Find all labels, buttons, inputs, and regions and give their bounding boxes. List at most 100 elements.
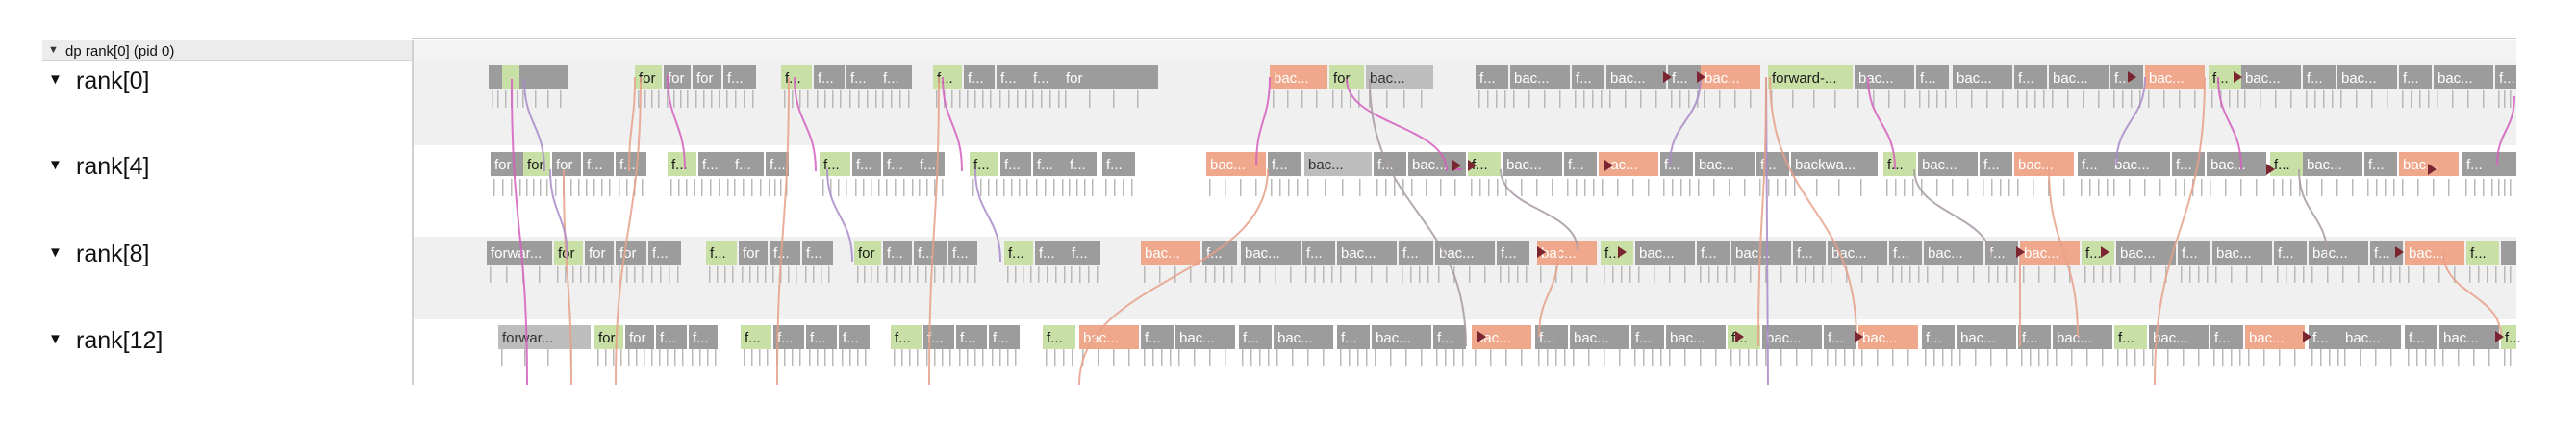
- trace-slice[interactable]: f...: [846, 65, 879, 89]
- trace-slice[interactable]: bac...: [2149, 325, 2209, 349]
- flow-arrow[interactable]: [628, 76, 636, 172]
- trace-slice[interactable]: f...: [1497, 241, 1529, 265]
- flow-arrow[interactable]: [942, 76, 963, 172]
- flow-arrow[interactable]: [1867, 76, 1896, 170]
- caret-down-icon[interactable]: ▼: [48, 244, 63, 261]
- flow-arrow[interactable]: [1369, 78, 1467, 347]
- trace-slice[interactable]: for: [585, 241, 614, 265]
- trace-slice[interactable]: f...: [1668, 65, 1701, 89]
- flow-arrow[interactable]: [974, 168, 1001, 263]
- panel-divider[interactable]: [412, 40, 414, 385]
- trace-slice[interactable]: f...: [1793, 241, 1826, 265]
- trace-slice[interactable]: f...: [2309, 325, 2341, 349]
- trace-slice[interactable]: [2495, 152, 2516, 176]
- trace-slice[interactable]: for: [523, 152, 550, 176]
- trace-slice[interactable]: f...: [2462, 152, 2495, 176]
- trace-slice[interactable]: bac...: [1924, 241, 1983, 265]
- flow-arrow[interactable]: [2217, 76, 2242, 170]
- trace-slice[interactable]: f...: [1922, 325, 1955, 349]
- flow-arrow[interactable]: [1769, 76, 1857, 340]
- trace-slice[interactable]: f...: [1268, 152, 1301, 176]
- trace-slice[interactable]: [2501, 241, 2516, 265]
- trace-slice[interactable]: f...: [2274, 241, 2307, 265]
- trace-slice[interactable]: f...: [2466, 241, 2499, 265]
- trace-slice[interactable]: bac...: [1666, 325, 1726, 349]
- trace-slice[interactable]: f...: [806, 325, 837, 349]
- trace-slice[interactable]: f...: [916, 152, 945, 176]
- trace-slice[interactable]: bac...: [2110, 152, 2170, 176]
- trace-slice[interactable]: backwa...: [1791, 152, 1878, 176]
- trace-slice[interactable]: f...: [1141, 325, 1174, 349]
- trace-slice[interactable]: for: [491, 152, 523, 176]
- trace-slice[interactable]: forward-...: [1768, 65, 1853, 89]
- trace-slice[interactable]: bac...: [2303, 152, 2362, 176]
- trace-slice[interactable]: f...: [1564, 152, 1597, 176]
- trace-slice[interactable]: f...: [948, 241, 977, 265]
- track-label-rank-0[interactable]: ▼ rank[0]: [42, 65, 408, 94]
- trace-slice[interactable]: f...: [2110, 65, 2143, 89]
- trace-slice[interactable]: f...: [956, 325, 987, 349]
- trace-slice[interactable]: bac...: [2020, 241, 2080, 265]
- trace-slice[interactable]: forwar...: [498, 325, 591, 349]
- trace-slice[interactable]: f...: [1337, 325, 1370, 349]
- trace-slice[interactable]: f...: [814, 65, 845, 89]
- trace-slice[interactable]: f...: [879, 65, 912, 89]
- trace-slice[interactable]: f...: [1068, 241, 1100, 265]
- flow-arrow[interactable]: [1255, 76, 1271, 166]
- trace-slice[interactable]: f...: [2501, 325, 2521, 349]
- trace-slice[interactable]: bac...: [1175, 325, 1235, 349]
- trace-slice[interactable]: f...: [1980, 152, 2012, 176]
- trace-slice[interactable]: bac...: [1372, 325, 1431, 349]
- trace-slice[interactable]: f...: [923, 325, 954, 349]
- trace-slice[interactable]: bac...: [2207, 152, 2266, 176]
- trace-slice[interactable]: bac...: [1537, 241, 1597, 265]
- trace-slice[interactable]: for: [616, 241, 646, 265]
- trace-slice[interactable]: bac...: [1570, 325, 1629, 349]
- trace-slice[interactable]: for: [635, 65, 662, 89]
- trace-slice[interactable]: f...: [648, 241, 681, 265]
- flow-arrow[interactable]: [2298, 168, 2329, 261]
- flow-arrow[interactable]: [511, 78, 528, 386]
- flow-arrow[interactable]: [794, 76, 817, 172]
- trace-slice[interactable]: [502, 65, 519, 89]
- trace-slice[interactable]: f...: [989, 325, 1020, 349]
- trace-slice[interactable]: bac...: [1828, 241, 1887, 265]
- trace-slice[interactable]: f...: [1374, 152, 1406, 176]
- trace-slice[interactable]: bac...: [2116, 241, 2176, 265]
- trace-slice[interactable]: bac...: [1762, 325, 1822, 349]
- flow-arrow[interactable]: [2048, 165, 2079, 338]
- flow-arrow[interactable]: [1913, 168, 1992, 261]
- flow-arrow[interactable]: [1078, 168, 1269, 386]
- trace-slice[interactable]: f...: [1102, 152, 1135, 176]
- trace-slice[interactable]: f...: [2014, 65, 2047, 89]
- trace-slice[interactable]: f...: [1889, 241, 1922, 265]
- trace-slice[interactable]: bac...: [1855, 65, 1914, 89]
- trace-slice[interactable]: bac...: [1695, 152, 1755, 176]
- trace-slice[interactable]: f...: [2495, 65, 2516, 89]
- flow-arrow[interactable]: [563, 168, 572, 386]
- trace-slice[interactable]: f...: [2364, 152, 2397, 176]
- trace-slice[interactable]: f...: [1033, 152, 1066, 176]
- trace-slice[interactable]: f...: [2082, 241, 2114, 265]
- trace-slice[interactable]: f...: [781, 65, 812, 89]
- trace-slice[interactable]: f...: [1601, 241, 1633, 265]
- trace-slice[interactable]: bac...: [2405, 241, 2464, 265]
- flow-arrow[interactable]: [1757, 76, 1767, 347]
- trace-slice[interactable]: bac...: [2439, 325, 2499, 349]
- trace-slice[interactable]: for: [625, 325, 654, 349]
- trace-slice[interactable]: [519, 65, 568, 89]
- trace-slice[interactable]: f...: [1000, 152, 1031, 176]
- trace-slice[interactable]: f...: [656, 325, 687, 349]
- trace-slice[interactable]: f...: [883, 241, 912, 265]
- process-group-header[interactable]: ▼ dp rank[0] (pid 0): [42, 40, 412, 61]
- flow-arrow[interactable]: [549, 168, 568, 261]
- trace-slice[interactable]: bac...: [1241, 241, 1301, 265]
- trace-slice[interactable]: f...: [2399, 65, 2432, 89]
- track-label-rank-12[interactable]: ▼ rank[12]: [42, 325, 408, 354]
- flow-arrow[interactable]: [1500, 168, 1578, 251]
- trace-slice[interactable]: bac...: [1957, 325, 2016, 349]
- trace-slice[interactable]: bac...: [2053, 325, 2112, 349]
- trace-slice[interactable]: bac...: [1435, 241, 1495, 265]
- trace-slice[interactable]: forwar...: [487, 241, 552, 265]
- trace-slice[interactable]: f...: [770, 241, 800, 265]
